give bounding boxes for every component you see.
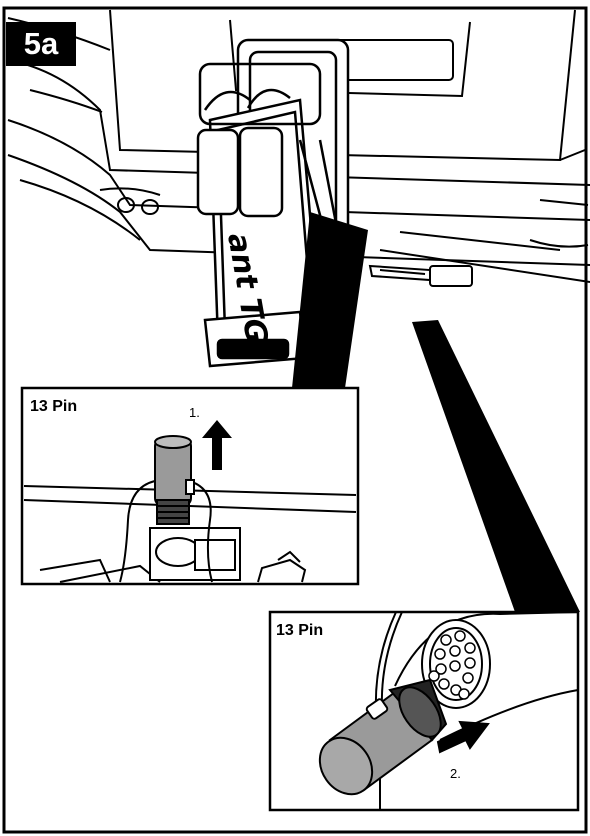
inset-right-drawing — [268, 610, 580, 812]
connector-plug-right — [318, 678, 448, 796]
step-badge: 5a — [6, 22, 76, 66]
socket-pins — [428, 630, 476, 700]
arrow-up-icon — [202, 420, 232, 470]
page-border — [2, 6, 588, 834]
inset-left-title: 13 Pin — [30, 398, 78, 415]
inset-right-title: 13 Pin — [276, 622, 324, 639]
callout-wedge-left — [292, 212, 368, 388]
callout-wedge-right — [412, 320, 580, 612]
inset-left-drawing — [20, 386, 360, 586]
inset-left-step-number: 1. — [189, 405, 200, 420]
inset-right-step-number: 2. — [450, 766, 461, 781]
arrow-insert-icon — [436, 720, 490, 754]
